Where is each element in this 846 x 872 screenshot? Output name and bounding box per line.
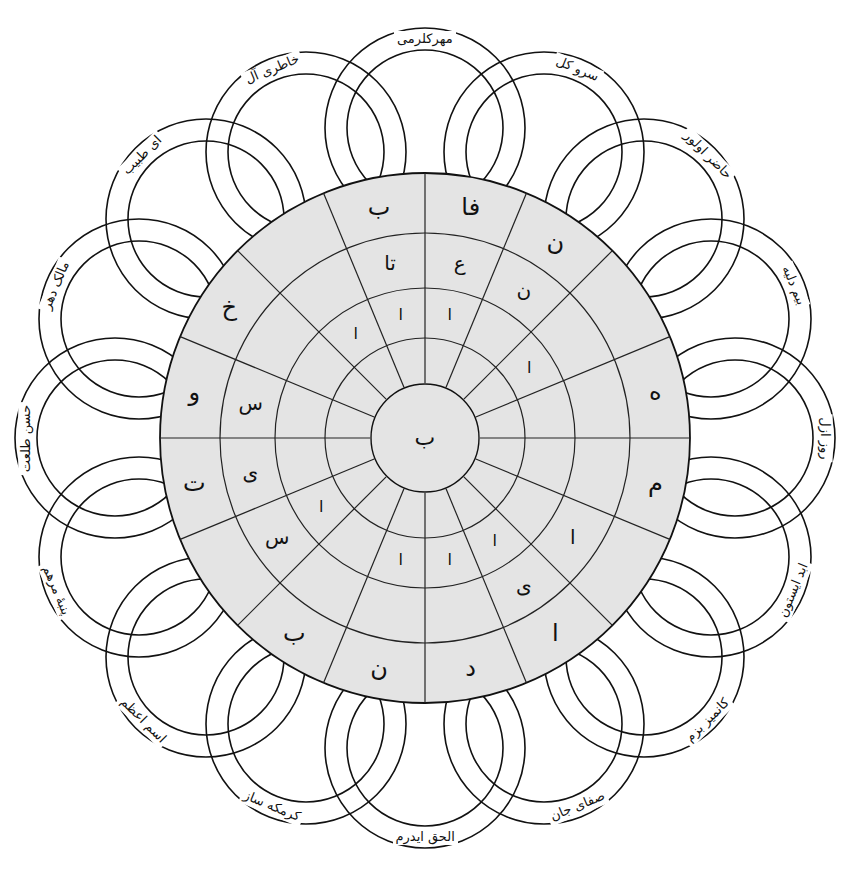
verse-text: پنبهٔ مرهم: [38, 560, 76, 620]
letter-label: ت: [183, 468, 206, 499]
letter-label: فا: [461, 192, 480, 223]
letter-label: و: [189, 377, 201, 408]
letter-label: خ: [222, 292, 238, 323]
letter-label: ا: [447, 305, 451, 326]
letter-label: س: [238, 390, 262, 416]
letter-label: ی: [242, 460, 258, 486]
letter-label: ا: [552, 618, 559, 649]
letter-label: ا: [527, 358, 531, 379]
verse-text: حسن طلعت: [18, 401, 35, 474]
letter-label: ع: [454, 250, 466, 276]
letter-label: ب: [368, 192, 391, 223]
verse-text: اسم اعظم: [114, 691, 171, 748]
letter-label: ن: [547, 227, 565, 258]
letter-label: ا: [447, 550, 451, 571]
letter-label: ن: [370, 653, 388, 684]
letter-label: م: [648, 468, 663, 499]
letter-label: ا: [354, 324, 358, 345]
center-circle: ب: [370, 383, 480, 493]
verse-text: الحق ایدرم: [393, 829, 458, 846]
letter-label: تا: [384, 250, 396, 276]
letter-label: ه: [649, 377, 662, 408]
letter-label: ا: [570, 524, 576, 550]
letter-label: ب: [283, 618, 306, 649]
verse-text: مالک دهر: [38, 256, 75, 315]
letter-label: س: [265, 524, 289, 550]
letter-label: ا: [319, 497, 323, 518]
letter-label: ن: [516, 277, 531, 303]
letter-label: ب: [415, 424, 436, 453]
letter-label: ی: [516, 573, 532, 599]
letter-label: ا: [399, 550, 403, 571]
verse-text: کانمیز بزم: [680, 692, 735, 747]
verse-text: حاضر اولور: [677, 126, 736, 185]
letter-label: ا: [492, 531, 496, 552]
verse-text: خاطری آل: [240, 49, 305, 89]
letter-label: د: [465, 653, 476, 684]
verse-text: مهرکلرمی: [394, 31, 456, 48]
letter-label: ا: [399, 305, 403, 326]
circle-disc: بفانهمادنبتوختاعنایسیسااااااااب: [160, 173, 690, 703]
verse-text: روز ازل: [816, 414, 833, 462]
